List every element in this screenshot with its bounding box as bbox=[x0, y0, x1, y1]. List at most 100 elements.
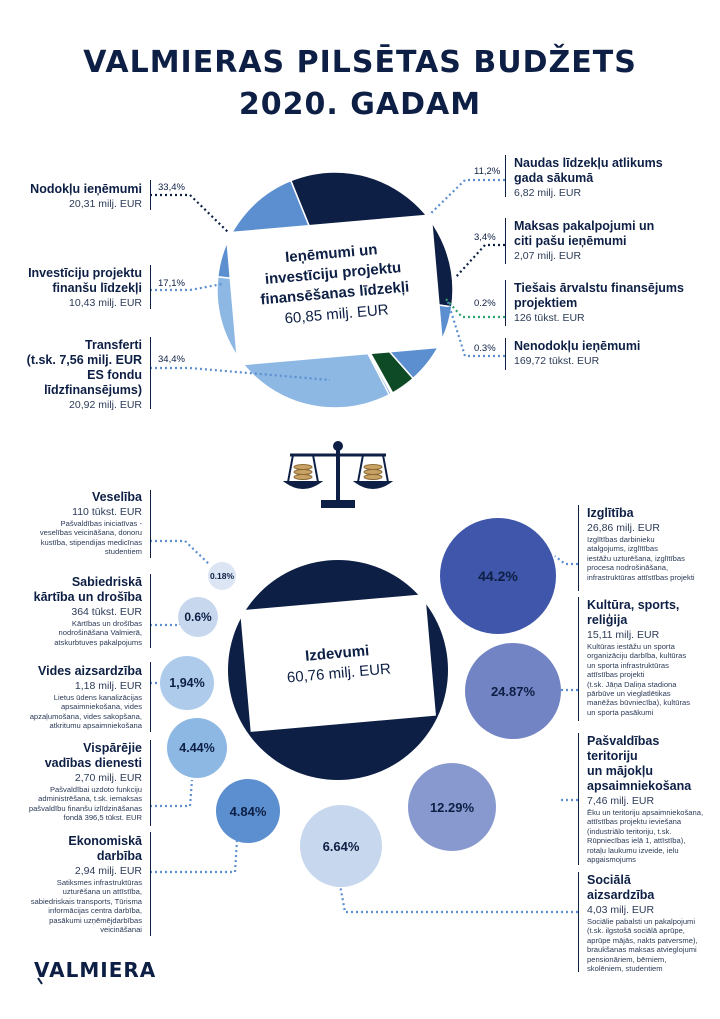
label-sabiedriska-name-1: Sabiedriskā bbox=[71, 575, 142, 589]
label-ekonomiska: Ekonomiskā darbība 2,94 milj. EUR Satiks… bbox=[0, 834, 142, 934]
label-sociala-desc-6: skolēniem, studentiem bbox=[587, 964, 663, 974]
label-maksas-name-1: Maksas pakalpojumi un bbox=[514, 219, 655, 233]
logo-accent bbox=[37, 977, 43, 985]
label-tiesais-value: 126 tūkst. EUR bbox=[514, 312, 585, 324]
label-kultura-desc-5: (t.sk. Jāņa Daliņa stadiona bbox=[587, 679, 677, 689]
label-pasvaldibas-desc-4: Rūpniecības ielā 1, attīstība), bbox=[587, 836, 686, 846]
label-vispareji-desc-3: pašvaldību finanšu izlīdzināšanas bbox=[28, 803, 142, 813]
leader-sociala bbox=[338, 884, 578, 914]
label-sociala: Sociālā aizsardzība 4,03 milj. EUR Sociā… bbox=[587, 873, 717, 973]
label-nenodoklu: Nenodokļu ieņēmumi 169,72 tūkst. EUR bbox=[514, 339, 714, 368]
label-tiesais-name-2: projektiem bbox=[514, 296, 578, 310]
label-transferti-name-1: Transferti bbox=[85, 338, 142, 352]
bubble-izglitiba: 44.2% bbox=[440, 518, 556, 634]
pct-maksas: 3,4% bbox=[474, 232, 496, 243]
bubble-kultura: 24.87% bbox=[465, 643, 561, 739]
label-maksas-value: 2,07 milj. EUR bbox=[514, 250, 582, 262]
label-izglitiba-desc-3: iestāžu uzturēšana, izglītības bbox=[587, 553, 685, 563]
leader-nenodoklu bbox=[446, 301, 505, 358]
label-sabiedriska-value: 364 tūkst. EUR bbox=[71, 606, 142, 618]
label-sabiedriska-name-2: kārtība un drošība bbox=[33, 590, 142, 604]
bar-sociala bbox=[578, 872, 579, 972]
label-sabiedriska-desc-1: Kārtības un drošības bbox=[71, 619, 142, 628]
leader-izglitiba bbox=[554, 555, 578, 566]
label-ekonomiska-desc-4: informācijas centra darbība, bbox=[48, 906, 142, 916]
label-kultura-desc-2: organizāciju darbība, kultūras bbox=[587, 651, 687, 661]
bar-maksas bbox=[505, 218, 506, 264]
label-ekonomiska-desc-3: sabiedriskais transports, Tūrisma bbox=[30, 896, 142, 906]
label-pasvaldibas-value: 7,46 milj. EUR bbox=[587, 795, 655, 807]
label-pasvaldibas-name-4: apsaimniekošana bbox=[587, 779, 692, 793]
label-izglitiba-desc-5: infrastruktūras attīstības projekti bbox=[587, 572, 695, 582]
bubble-veseliba: 0.18% bbox=[208, 562, 236, 590]
leader-vispareji bbox=[150, 779, 194, 808]
label-kultura-value: 15,11 milj. EUR bbox=[587, 629, 660, 641]
label-izglitiba-desc-1: Izglītības darbinieku bbox=[587, 535, 655, 544]
label-pasvaldibas-name-2: teritoriju bbox=[587, 749, 638, 763]
bar-ekonomiska bbox=[150, 832, 151, 936]
bar-pasvaldibas bbox=[578, 733, 579, 865]
label-kultura-name-1: Kultūra, sports, bbox=[587, 598, 680, 612]
label-izglitiba-desc-4: procesa nodrošināšana, bbox=[587, 563, 669, 573]
label-ekonomiska-name-2: darbība bbox=[96, 849, 142, 863]
income-center-box: Ieņēmumi un investīciju projektu finansē… bbox=[226, 215, 443, 365]
bubble-pasvaldibas: 12.29% bbox=[408, 763, 496, 851]
leader-investiciju bbox=[150, 282, 223, 292]
leader-naudas bbox=[425, 178, 505, 219]
bar-nodokli bbox=[150, 180, 151, 210]
label-kultura-name-2: reliģija bbox=[587, 613, 628, 627]
label-pasvaldibas-desc-5: rotaļu laukumu izveide, ielu bbox=[587, 845, 679, 855]
bubble-vides: 1,94% bbox=[160, 656, 214, 710]
label-izglitiba-value: 26,86 milj. EUR bbox=[587, 522, 660, 534]
bubble-ekonomiska: 4.84% bbox=[216, 779, 280, 843]
label-transferti-name-3: ES fondu bbox=[87, 368, 142, 382]
label-sociala-desc-3: aprūpe mājās, nakts patversme), bbox=[587, 935, 698, 945]
label-vispareji-value: 2,70 milj. EUR bbox=[74, 772, 142, 784]
label-pasvaldibas-name-1: Pašvaldības bbox=[587, 734, 660, 748]
label-sociala-desc-4: braukšanas maksas atvieglojumi bbox=[587, 945, 697, 955]
page-title-line1: VALMIERAS PILSĒTAS BUDŽETS bbox=[83, 45, 637, 80]
label-naudas: Naudas līdzekļu atlikums gada sākumā 6,8… bbox=[514, 156, 714, 200]
label-vispareji-name-1: Vispārējie bbox=[83, 741, 142, 755]
label-izglitiba: Izglītība 26,86 milj. EUR Izglītības dar… bbox=[587, 506, 717, 582]
bar-transferti bbox=[150, 337, 151, 409]
label-kultura-desc-1: Kultūras iestāžu un sporta bbox=[587, 642, 675, 651]
label-veseliba-desc-1: Pašvaldības iniciatīvas - bbox=[60, 519, 142, 528]
label-veseliba-desc-2: veselības veicināšana, donoru bbox=[39, 528, 142, 538]
label-nenodoklu-name: Nenodokļu ieņēmumi bbox=[514, 339, 641, 353]
label-vides: Vides aizsardzība 1,18 milj. EUR Lietus … bbox=[0, 664, 142, 731]
label-sociala-name-1: Sociālā bbox=[587, 873, 631, 887]
label-maksas: Maksas pakalpojumi un citi pašu ieņēmumi… bbox=[514, 219, 714, 263]
label-transferti-value: 20,92 milj. EUR bbox=[69, 399, 142, 411]
label-izglitiba-name: Izglītība bbox=[587, 506, 634, 520]
label-transferti-name-4: līdzfinansējums) bbox=[44, 383, 142, 397]
label-kultura-desc-6: pārbūve un vieglatlētikas bbox=[587, 689, 671, 699]
label-sociala-desc-2: (t.sk. ilgstošā sociālā aprūpe, bbox=[587, 926, 685, 936]
label-vispareji-desc-1: Pašvaldībai uzdoto funkciju bbox=[49, 785, 142, 794]
pct-transferti: 34,4% bbox=[158, 354, 185, 365]
pct-nodokli: 33,4% bbox=[158, 182, 185, 193]
label-vispareji-desc-4: fondā 396,5 tūkst. EUR bbox=[63, 813, 142, 823]
scales-icon bbox=[282, 441, 394, 508]
label-veseliba-desc-4: studentiem bbox=[104, 547, 142, 557]
label-vides-desc-3: apzaļumošana, vides sakopšana, bbox=[29, 711, 142, 721]
bar-veseliba bbox=[150, 490, 151, 558]
label-nodokli-name: Nodokļu ieņēmumi bbox=[30, 182, 142, 196]
label-kultura-desc-3: un sporta infrastruktūras bbox=[587, 660, 669, 670]
label-investiciju-name-2: finanšu līdzekļi bbox=[52, 281, 142, 295]
pct-investiciju: 17,1% bbox=[158, 278, 185, 289]
label-vispareji-desc-2: administrēšana, t.sk. iemaksas bbox=[38, 794, 142, 804]
label-ekonomiska-value: 2,94 milj. EUR bbox=[74, 865, 142, 877]
bar-sabiedriska bbox=[150, 574, 151, 648]
label-investiciju-name-1: Investīciju projektu bbox=[28, 266, 142, 280]
pct-naudas: 11,2% bbox=[474, 166, 501, 177]
label-sociala-name-2: aizsardzība bbox=[587, 888, 655, 902]
bar-naudas bbox=[505, 155, 506, 197]
label-naudas-name-2: gada sākumā bbox=[514, 171, 594, 185]
label-vides-desc-1: Lietus ūdens kanalizācijas bbox=[53, 693, 142, 702]
label-naudas-name-1: Naudas līdzekļu atlikums bbox=[514, 156, 663, 170]
label-maksas-name-2: citi pašu ieņēmumi bbox=[514, 234, 627, 248]
pct-tiesais: 0.2% bbox=[474, 298, 496, 309]
label-kultura-desc-7: manēžas būvniecība), kultūras bbox=[587, 698, 690, 708]
valmiera-logo: VALMIERA bbox=[34, 958, 157, 982]
